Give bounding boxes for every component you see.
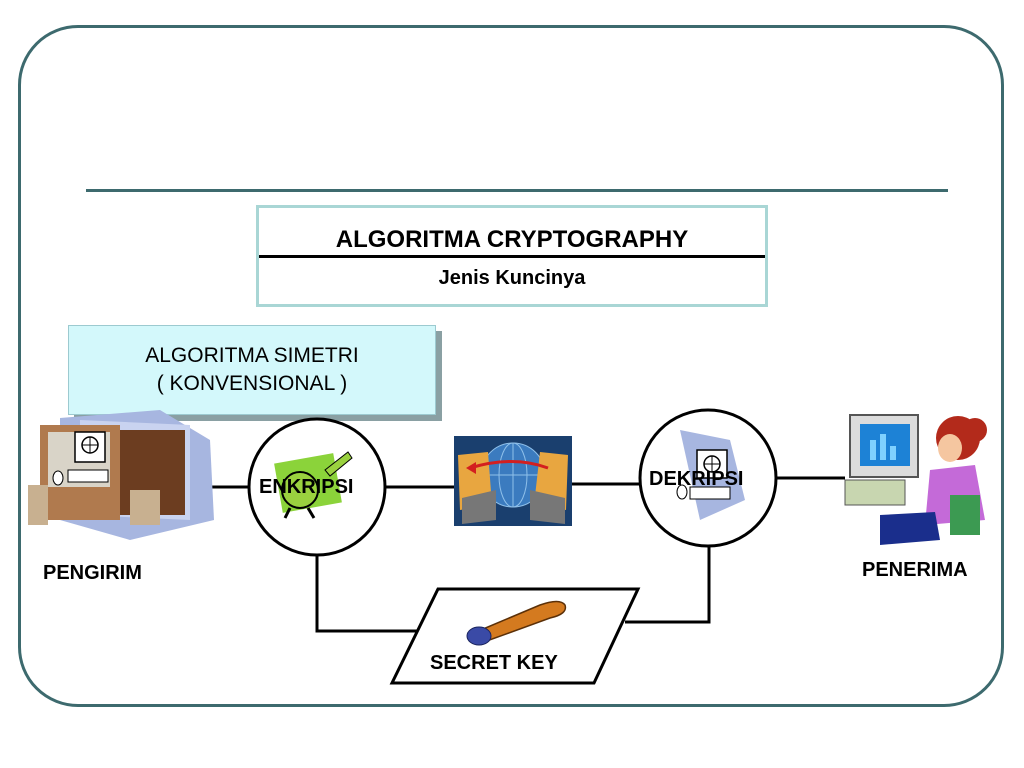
network-transfer-icon (454, 436, 572, 526)
symmetric-line1: ALGORITMA SIMETRI (145, 344, 359, 367)
title-main: ALGORITMA CRYPTOGRAPHY (335, 226, 689, 253)
secret-key-node (389, 587, 641, 685)
symmetric-algorithm-box: ALGORITMA SIMETRI ( KONVENSIONAL ) (68, 325, 436, 415)
title-divider (259, 255, 765, 258)
connector-lines (180, 476, 845, 633)
sender-computer-icon (28, 410, 214, 540)
encrypt-label: ENKRIPSI (259, 476, 354, 498)
sender-label: PENGIRIM (43, 562, 142, 584)
title-box: ALGORITMA CRYPTOGRAPHY Jenis Kuncinya (256, 205, 768, 307)
receiver-person-icon (844, 414, 987, 545)
secret-key-label: SECRET KEY (430, 652, 558, 674)
decrypt-label: DEKRIPSI (649, 468, 744, 490)
receiver-label: PENERIMA (862, 559, 968, 581)
symmetric-line2: ( KONVENSIONAL ) (156, 372, 348, 395)
decrypt-node (638, 408, 778, 548)
slide-frame (18, 25, 1004, 707)
top-divider (86, 189, 948, 192)
title-sub: Jenis Kuncinya (438, 267, 586, 289)
encrypt-node (247, 417, 387, 557)
